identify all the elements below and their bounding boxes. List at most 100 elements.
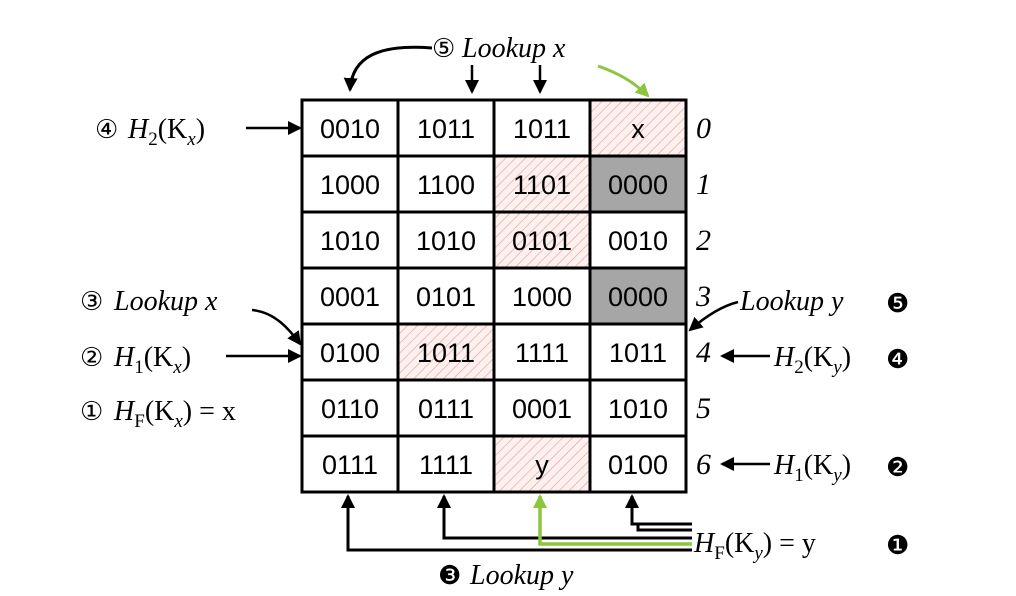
left-step4: ④ H2(Kx): [95, 114, 302, 150]
arrow-top-green: [597, 64, 650, 98]
arg-sub: x: [186, 129, 196, 150]
step2-filled-number: ❷: [886, 453, 909, 483]
right-lookup-y-label: Lookup y: [739, 286, 844, 317]
bucket-cell: [588, 210, 688, 270]
h: H: [773, 450, 796, 481]
bucket-cell-value: 1011: [609, 338, 667, 368]
bucket-cell-value: 0111: [418, 394, 474, 424]
bucket-cell: [492, 434, 592, 494]
close: ) = x: [183, 396, 236, 427]
h-sub: 1: [134, 357, 144, 378]
bottom-lookup-y-arrows: [341, 494, 692, 552]
close: ): [182, 342, 191, 373]
bucket-cell-value: 0000: [608, 170, 668, 200]
left-lookup-x-label: Lookup x: [113, 286, 218, 317]
bucket-cell-value: 0101: [512, 226, 572, 256]
close: ) = y: [763, 528, 816, 559]
arg: (K: [725, 528, 755, 559]
step3-number: ③: [80, 287, 103, 317]
bottom-lookup-y-label: Lookup y: [469, 560, 574, 591]
arg: (K: [158, 114, 188, 145]
arg-sub: y: [752, 543, 763, 564]
bucket-cell: [588, 322, 688, 382]
step5-number: ⑤: [432, 34, 455, 64]
right-step1-formula: HF(Ky) = y: [693, 528, 816, 564]
h-sub: 1: [794, 465, 804, 486]
bucket-cell-value: 1010: [416, 226, 476, 256]
h: H: [113, 342, 136, 373]
row-index: 4: [696, 336, 711, 369]
bucket-cell-value: y: [535, 450, 549, 480]
bucket-cell-value: 1011: [417, 338, 475, 368]
arg-sub: x: [173, 411, 183, 432]
right-step1: HF(Ky) = y ❶: [693, 528, 909, 564]
bucket-cell-value: 0001: [320, 282, 380, 312]
h: H: [127, 114, 150, 145]
bucket-cell: [300, 434, 400, 494]
close: ): [842, 450, 851, 481]
bucket-cell-value: 1011: [417, 114, 475, 144]
right-step2-formula: H1(Ky): [773, 450, 851, 486]
bucket-cell: [588, 378, 688, 438]
close: ): [196, 114, 205, 145]
arg-sub: y: [831, 357, 842, 378]
arg-sub: y: [831, 465, 842, 486]
top-lookup-x-label: Lookup x: [461, 33, 566, 64]
h-sub: F: [714, 543, 725, 564]
arg: (K: [804, 450, 834, 481]
step2-number: ②: [80, 343, 103, 373]
bucket-cell-value: 0100: [320, 338, 380, 368]
arg: (K: [804, 342, 834, 373]
arrow-bottom-col1: [437, 494, 692, 540]
step3-filled-number: ❸: [438, 561, 461, 591]
step4-filled-number: ❹: [886, 345, 909, 375]
row-index: 2: [696, 224, 711, 257]
left-step3: ③ Lookup x: [80, 286, 302, 346]
top-lookup-x: ⑤ Lookup x: [343, 33, 650, 98]
bucket-cell: [396, 154, 496, 214]
right-step5: Lookup y ❺: [688, 286, 909, 332]
bucket-cell-value: 1010: [320, 226, 380, 256]
bucket-cell: [588, 434, 688, 494]
bucket-cell-value: 0110: [321, 394, 379, 424]
bucket-cell-value: 1000: [320, 170, 380, 200]
h-sub: F: [134, 411, 145, 432]
row-index: 1: [696, 168, 711, 201]
arrow-left-step3: [251, 308, 302, 346]
right-step4: H2(Ky) ❹: [720, 342, 909, 378]
row-index: 3: [695, 280, 711, 313]
bucket-cell-value: 0001: [512, 394, 572, 424]
bucket-cell: [588, 154, 688, 214]
arrow-bottom-col0: [341, 494, 692, 552]
bucket-cell: [396, 378, 496, 438]
arrow-right-step5: [688, 300, 739, 332]
bucket-cell-value: 0010: [320, 114, 380, 144]
bucket-cell-value: 0100: [608, 450, 668, 480]
arg: (K: [144, 342, 174, 373]
bucket-cell-value: 1111: [515, 338, 569, 368]
bucket-cell: [492, 378, 592, 438]
left-step1: ① HF(Kx) = x: [80, 396, 236, 432]
bucket-cell: [300, 322, 400, 382]
bucket-cell-value: 0111: [322, 450, 378, 480]
step4-number: ④: [95, 115, 118, 145]
bottom-step3: ❸ Lookup y: [438, 560, 574, 591]
bucket-cell-value: 1011: [513, 114, 571, 144]
bucket-cell: [588, 266, 688, 326]
bucket-cell-value: 0000: [608, 282, 668, 312]
bucket-cell-value: 0010: [608, 226, 668, 256]
bucket-cell: [588, 98, 688, 158]
h: H: [693, 528, 716, 559]
left-step1-formula: HF(Kx) = x: [113, 396, 236, 432]
left-step4-formula: H2(Kx): [127, 114, 205, 150]
bucket-cell-value: 1111: [419, 450, 473, 480]
arg: (K: [145, 396, 175, 427]
bucket-cell-value: 1101: [513, 170, 571, 200]
bucket-cell-value: 0101: [416, 282, 476, 312]
close: ): [842, 342, 851, 373]
step1-number: ①: [80, 397, 103, 427]
step5-filled-number: ❺: [886, 289, 909, 319]
h-sub: 2: [148, 129, 158, 150]
